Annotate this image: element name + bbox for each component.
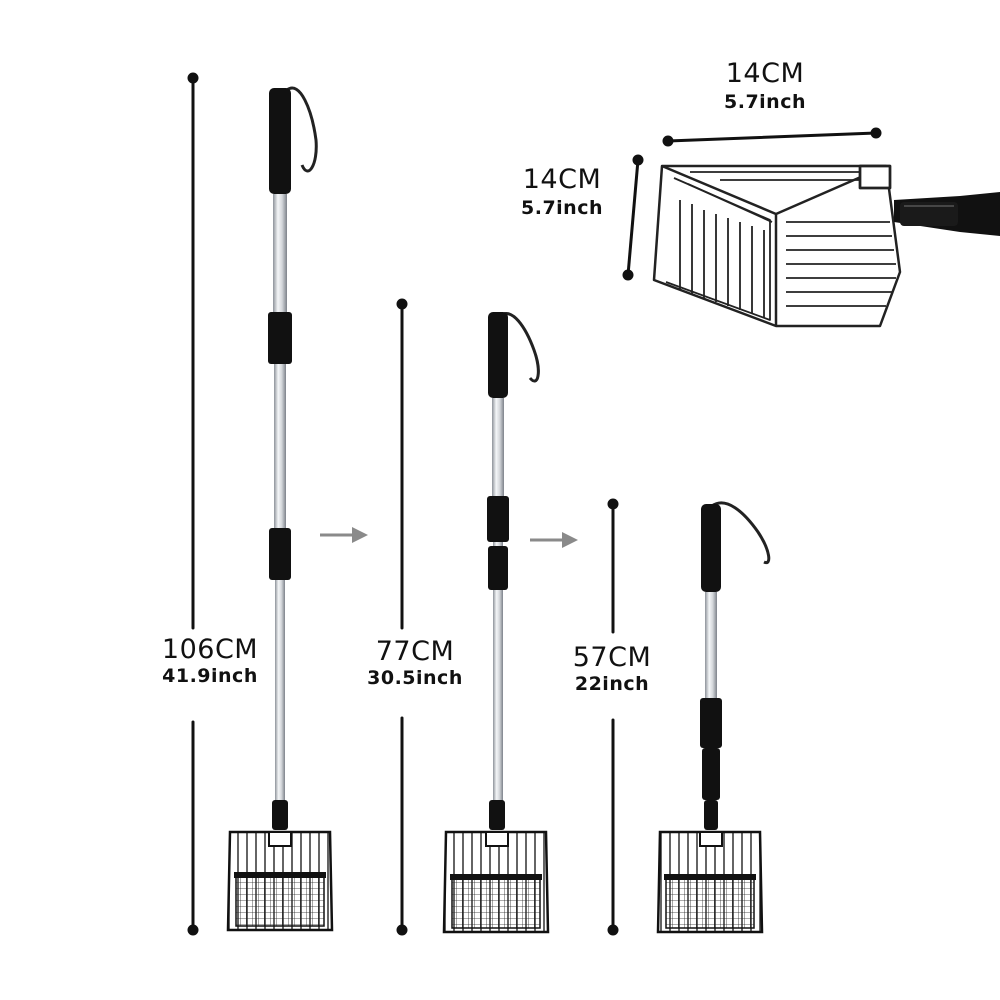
scoop-basket bbox=[442, 830, 550, 934]
length-cm: 106CM bbox=[161, 634, 259, 665]
length-label-57: 57CM 22inch bbox=[542, 642, 682, 695]
scoop-basket bbox=[226, 830, 334, 932]
dimension-line-77 bbox=[396, 298, 408, 936]
scoop-medium-77 bbox=[442, 312, 550, 934]
basket-width-label: 14CM 5.7inch bbox=[700, 58, 830, 113]
length-inch: 22inch bbox=[574, 673, 650, 695]
basket-height-label: 14CM 5.7inch bbox=[497, 164, 627, 219]
basket-width-inch: 5.7inch bbox=[724, 91, 806, 113]
length-label-106: 106CM 41.9inch bbox=[140, 634, 280, 687]
length-label-77: 77CM 30.5inch bbox=[345, 636, 485, 689]
length-inch: 30.5inch bbox=[367, 667, 463, 689]
arrow-right-icon bbox=[320, 527, 368, 543]
scoop-compact-57 bbox=[656, 501, 771, 934]
basket-handle-segment bbox=[894, 192, 1000, 236]
dimension-line-basket-height bbox=[622, 154, 644, 281]
length-cm: 77CM bbox=[375, 636, 455, 667]
basket-width-cm: 14CM bbox=[725, 58, 805, 89]
dimension-line-basket-width bbox=[662, 127, 882, 147]
basket-closeup bbox=[652, 164, 902, 328]
dimension-line-57 bbox=[607, 498, 619, 936]
scoop-extended-106 bbox=[226, 86, 334, 932]
basket-height-inch: 5.7inch bbox=[521, 197, 603, 219]
scoop-basket bbox=[656, 830, 764, 934]
dimension-line-106 bbox=[187, 72, 199, 936]
length-cm: 57CM bbox=[572, 642, 652, 673]
length-inch: 41.9inch bbox=[162, 665, 258, 687]
arrow-right-icon bbox=[530, 532, 578, 548]
basket-height-cm: 14CM bbox=[522, 164, 602, 195]
